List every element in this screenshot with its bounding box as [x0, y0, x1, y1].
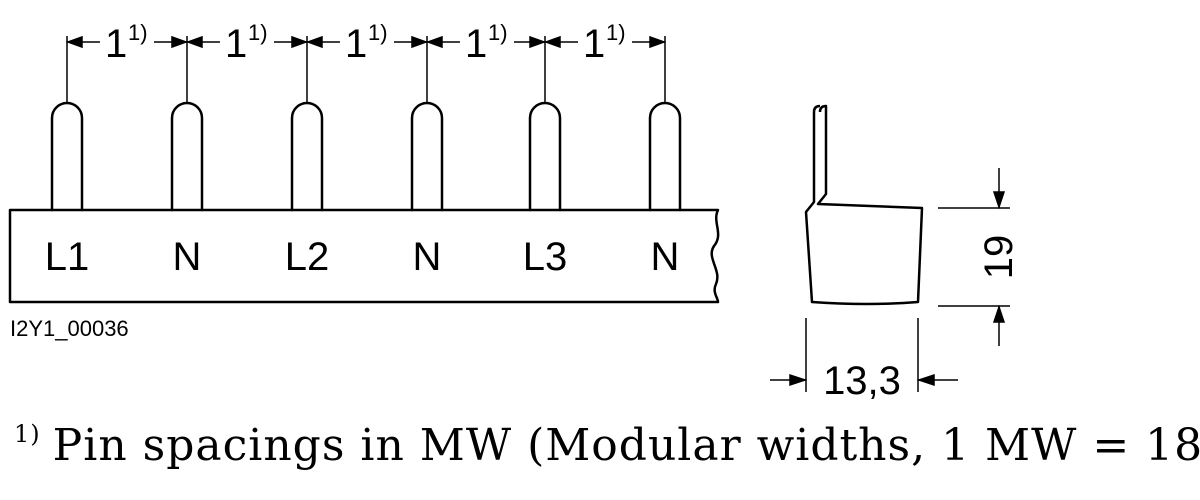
pin	[528, 101, 562, 212]
extension-lines	[66, 36, 666, 104]
pitch-marker: 1)	[128, 20, 148, 45]
pitch-value: 1	[583, 22, 605, 66]
pin	[290, 101, 324, 212]
pitch-marker: 1)	[488, 20, 508, 45]
pitch-dimension	[65, 35, 667, 49]
pitch-value: 1	[465, 22, 487, 66]
pin	[410, 101, 444, 212]
pin-labels: L1 N L2 N L3 N	[45, 235, 680, 279]
width-value: 13,3	[823, 359, 901, 403]
height-dimension	[938, 168, 1010, 346]
footnote-text: Pin spacings in MW (Modular widths, 1 MW…	[52, 420, 1200, 471]
pin-label: L2	[285, 235, 330, 279]
pitch-marker: 1)	[606, 20, 626, 45]
pitch-labels: 1 1) 1 1) 1 1) 1 1) 1 1)	[105, 20, 626, 66]
pitch-value: 1	[225, 22, 247, 66]
height-value: 19	[977, 235, 1021, 280]
footnote-marker: 1)	[14, 420, 41, 448]
pitch-marker: 1)	[248, 20, 268, 45]
pitch-value: 1	[105, 22, 127, 66]
pin-label: L1	[45, 235, 90, 279]
pin	[50, 101, 84, 212]
pitch-value: 1	[345, 22, 367, 66]
pin-label: N	[413, 235, 442, 279]
pin-label: L3	[523, 235, 568, 279]
pin-label: N	[173, 235, 202, 279]
pitch-marker: 1)	[368, 20, 388, 45]
figure-code: I2Y1_00036	[10, 316, 129, 341]
busbar-body	[8, 208, 720, 304]
width-dimension	[770, 318, 958, 392]
busbar-drawing: 1 1) 1 1) 1 1) 1 1) 1 1) L1 N L2 N L3 N …	[8, 20, 1021, 403]
side-profile	[804, 104, 924, 306]
pin	[648, 101, 682, 212]
pin-label: N	[651, 235, 680, 279]
pin	[170, 101, 204, 212]
footnote: 1) Pin spacings in MW (Modular widths, 1 …	[14, 420, 1200, 471]
